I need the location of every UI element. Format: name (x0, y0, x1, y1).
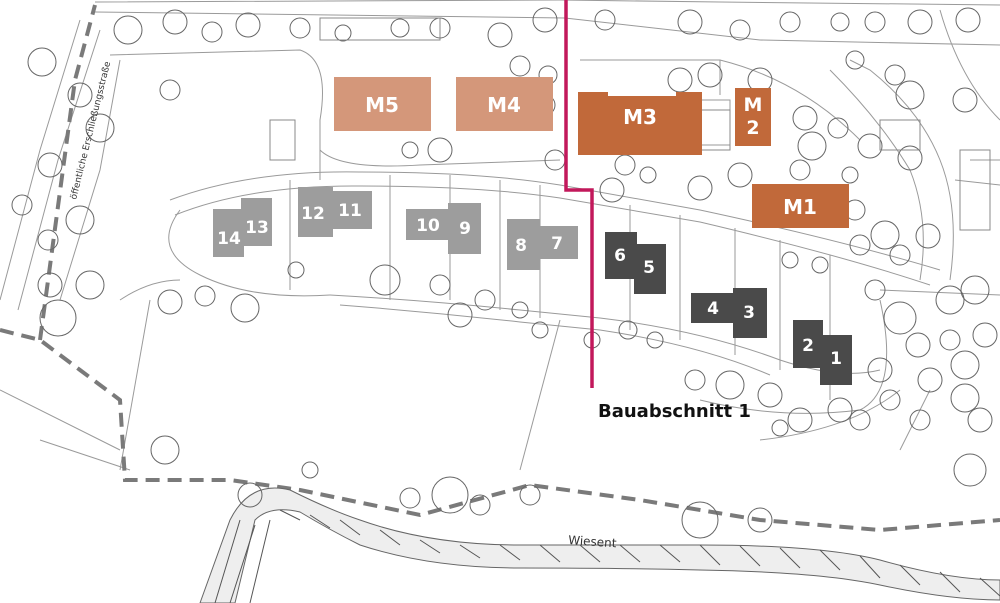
building-m2-label-line1: M (744, 94, 763, 116)
house-pair-4-3[interactable]: 4 3 (691, 288, 767, 338)
river-wiesent (199, 487, 1000, 603)
phase-label: Bauabschnitt 1 (598, 401, 751, 422)
building-m3-label: M3 (623, 105, 657, 129)
house-12-label: 12 (301, 204, 325, 224)
house-pair-2-1[interactable]: 2 1 (793, 320, 852, 385)
building-m2[interactable]: M 2 (735, 88, 771, 146)
plan-linework (0, 0, 1000, 471)
house-pair-6-5[interactable]: 6 5 (605, 232, 666, 294)
trees (11, 7, 998, 539)
house-6-label: 6 (614, 246, 626, 266)
house-pair-8-7[interactable]: 8 7 (507, 219, 578, 270)
house-3-label: 3 (743, 303, 755, 323)
phase-boundary-line (564, 0, 594, 388)
house-pair-12-11[interactable]: 12 11 (298, 187, 372, 237)
house-pair-14-13[interactable]: 14 13 (213, 198, 272, 257)
building-m2-label-line2: 2 (746, 117, 759, 139)
building-m4-label: M4 (487, 93, 521, 117)
house-9-label: 9 (459, 219, 471, 239)
building-m4[interactable]: M4 (456, 77, 553, 131)
house-13-label: 13 (245, 218, 269, 238)
building-m1-label: M1 (783, 195, 817, 219)
house-2-label: 2 (802, 336, 814, 356)
site-boundary-dashed (0, 4, 1000, 533)
house-pair-10-9[interactable]: 10 9 (406, 203, 481, 254)
house-10-label: 10 (416, 216, 440, 236)
house-4-label: 4 (707, 299, 719, 319)
house-14-label: 14 (217, 229, 241, 249)
house-8-label: 8 (515, 236, 527, 256)
building-m1[interactable]: M1 (752, 184, 849, 228)
building-m5-label: M5 (365, 93, 399, 117)
house-7-label: 7 (551, 234, 563, 254)
building-m5[interactable]: M5 (334, 77, 431, 131)
house-1-label: 1 (830, 349, 842, 369)
house-11-label: 11 (338, 201, 362, 221)
house-5-label: 5 (643, 258, 655, 278)
river-label: Wiesent (568, 533, 617, 550)
building-m3[interactable]: M3 (578, 92, 702, 155)
